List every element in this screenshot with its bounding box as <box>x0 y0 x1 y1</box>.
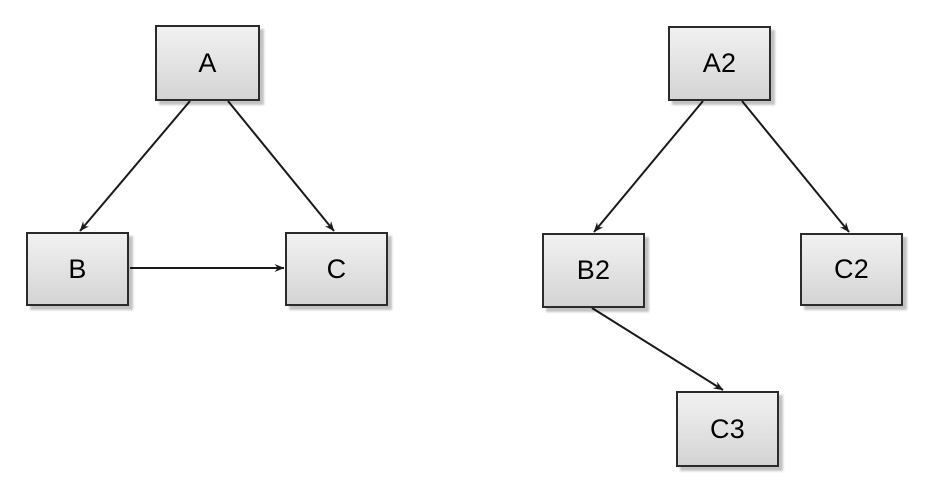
node-label: C <box>326 253 347 284</box>
node-label: A <box>198 47 217 78</box>
node-label: C2 <box>833 254 870 284</box>
edge-a2-c2[interactable] <box>741 100 850 233</box>
node-label: B2 <box>576 255 611 285</box>
edge-a2-b2[interactable] <box>593 100 704 233</box>
node-c3[interactable]: C3 <box>676 391 779 467</box>
node-label: A2 <box>702 48 737 78</box>
node-b[interactable]: B <box>26 232 129 306</box>
node-b2[interactable]: B2 <box>542 233 645 308</box>
node-a2[interactable]: A2 <box>668 26 771 101</box>
edge-a-c[interactable] <box>227 100 335 232</box>
edge-b2-c3[interactable] <box>591 307 724 391</box>
node-c[interactable]: C <box>285 232 388 306</box>
node-a[interactable]: A <box>155 25 260 101</box>
node-label: C3 <box>709 413 746 444</box>
edge-a-b[interactable] <box>79 100 191 232</box>
node-label: B <box>68 253 87 284</box>
node-c2[interactable]: C2 <box>800 233 903 306</box>
